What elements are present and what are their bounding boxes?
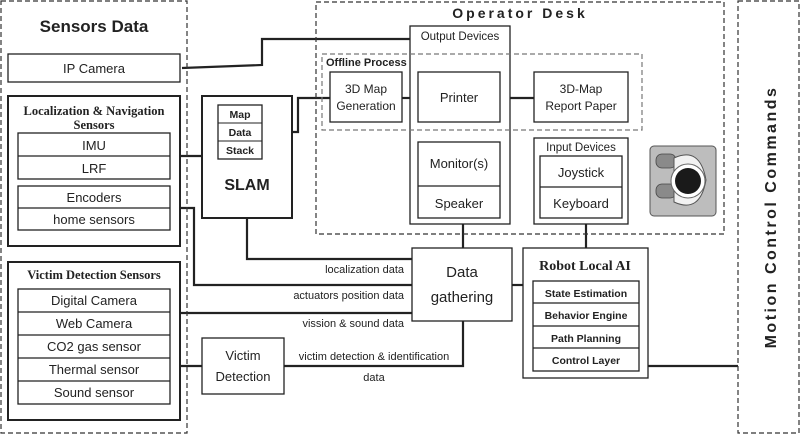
data-gathering-line2: gathering: [431, 289, 494, 306]
lrf-label: LRF: [82, 161, 107, 176]
operator-desk-title: Operator Desk: [452, 5, 587, 21]
keyboard-label: Keyboard: [553, 196, 609, 211]
control-layer-label: Control Layer: [552, 355, 620, 367]
report-paper-box: [533, 71, 629, 123]
operator-desk-panel: Operator Desk Output Devices Offline Pro…: [315, 1, 725, 235]
speaker-label: Speaker: [435, 196, 484, 211]
motion-control-label: Motion Control Commands: [763, 86, 780, 349]
map-generation-line1: 3D Map: [345, 82, 387, 96]
wire-slam-gathering: [245, 218, 412, 261]
motion-control-border: [737, 0, 800, 434]
report-paper-line2: Report Paper: [545, 99, 616, 113]
monitor-speaker-box: [417, 141, 501, 219]
printer-box: [417, 71, 501, 123]
robot-local-ai-title: Robot Local AI: [539, 259, 631, 274]
encoders-label: Encoders: [67, 190, 122, 205]
slam-stack-label: Stack: [226, 145, 254, 157]
behavior-engine-label: Behavior Engine: [545, 310, 628, 322]
data-gathering-block: Data gathering: [411, 247, 513, 322]
actuators-position-data-label: actuators position data: [293, 290, 405, 302]
slam-block: Map Data Stack SLAM: [201, 95, 293, 219]
robot-local-ai-block: Robot Local AI State Estimation Behavior…: [522, 247, 649, 379]
victim-detection-line1: Victim: [225, 348, 260, 363]
offline-process-border: [321, 53, 643, 131]
offline-process-label: Offline Process: [326, 57, 407, 69]
wire-ipcamera-output: [181, 37, 410, 70]
vission-sound-data-label: vission & sound data: [302, 318, 404, 330]
report-paper-line1: 3D-Map: [560, 82, 603, 96]
victim-detection-block: Victim Detection: [201, 337, 285, 395]
victim-detection-data-label-line1: victim detection & identification: [299, 351, 449, 363]
ip-camera-label: IP Camera: [63, 61, 126, 76]
thermal-sensor-label: Thermal sensor: [49, 362, 140, 377]
printer-label: Printer: [440, 90, 479, 105]
victim-sensors-list-box: [17, 288, 171, 405]
map-generation-box: [329, 71, 403, 123]
home-sensors-label: home sensors: [53, 212, 135, 227]
connection-labels: localization data actuators position dat…: [293, 264, 449, 384]
map-generation-line2: Generation: [336, 99, 395, 113]
slam-title: SLAM: [224, 177, 269, 194]
victim-detection-data-label-line2: data: [363, 372, 385, 384]
operator-desk-border: [315, 1, 725, 235]
web-camera-label: Web Camera: [56, 316, 133, 331]
ip-camera-box: [7, 53, 181, 83]
state-estimation-label: State Estimation: [545, 288, 627, 300]
data-gathering-line1: Data: [446, 264, 478, 281]
wire-detection-gathering: [284, 321, 465, 368]
gamepad-icon: [649, 145, 717, 217]
sensors-data-panel: Sensors Data IP Camera Localization & Na…: [0, 0, 188, 434]
victim-detection-box: [201, 337, 285, 395]
slam-data-label: Data: [229, 127, 252, 139]
motion-control-panel: Motion Control Commands: [737, 0, 800, 434]
path-planning-label: Path Planning: [551, 333, 621, 345]
output-devices-label: Output Devices: [421, 31, 500, 43]
sensors-data-title: Sensors Data: [40, 17, 149, 36]
slam-map-label: Map: [230, 109, 251, 121]
data-gathering-box: [411, 247, 513, 322]
victim-sensors-group-title: Victim Detection Sensors: [27, 268, 161, 282]
slam-stack-box: [217, 104, 263, 160]
monitor-label: Monitor(s): [430, 156, 489, 171]
localization-data-label: localization data: [325, 264, 405, 276]
sound-sensor-label: Sound sensor: [54, 385, 135, 400]
imu-label: IMU: [82, 138, 106, 153]
victim-detection-line2: Detection: [216, 369, 271, 384]
input-devices-label: Input Devices: [546, 142, 616, 154]
sensors-data-border: [0, 0, 188, 434]
digital-camera-label: Digital Camera: [51, 293, 138, 308]
joystick-label: Joystick: [558, 165, 605, 180]
co2-gas-sensor-label: CO2 gas sensor: [47, 339, 142, 354]
localization-group-title-line2: Sensors: [74, 118, 115, 132]
localization-group-title-line1: Localization & Navigation: [24, 104, 165, 118]
